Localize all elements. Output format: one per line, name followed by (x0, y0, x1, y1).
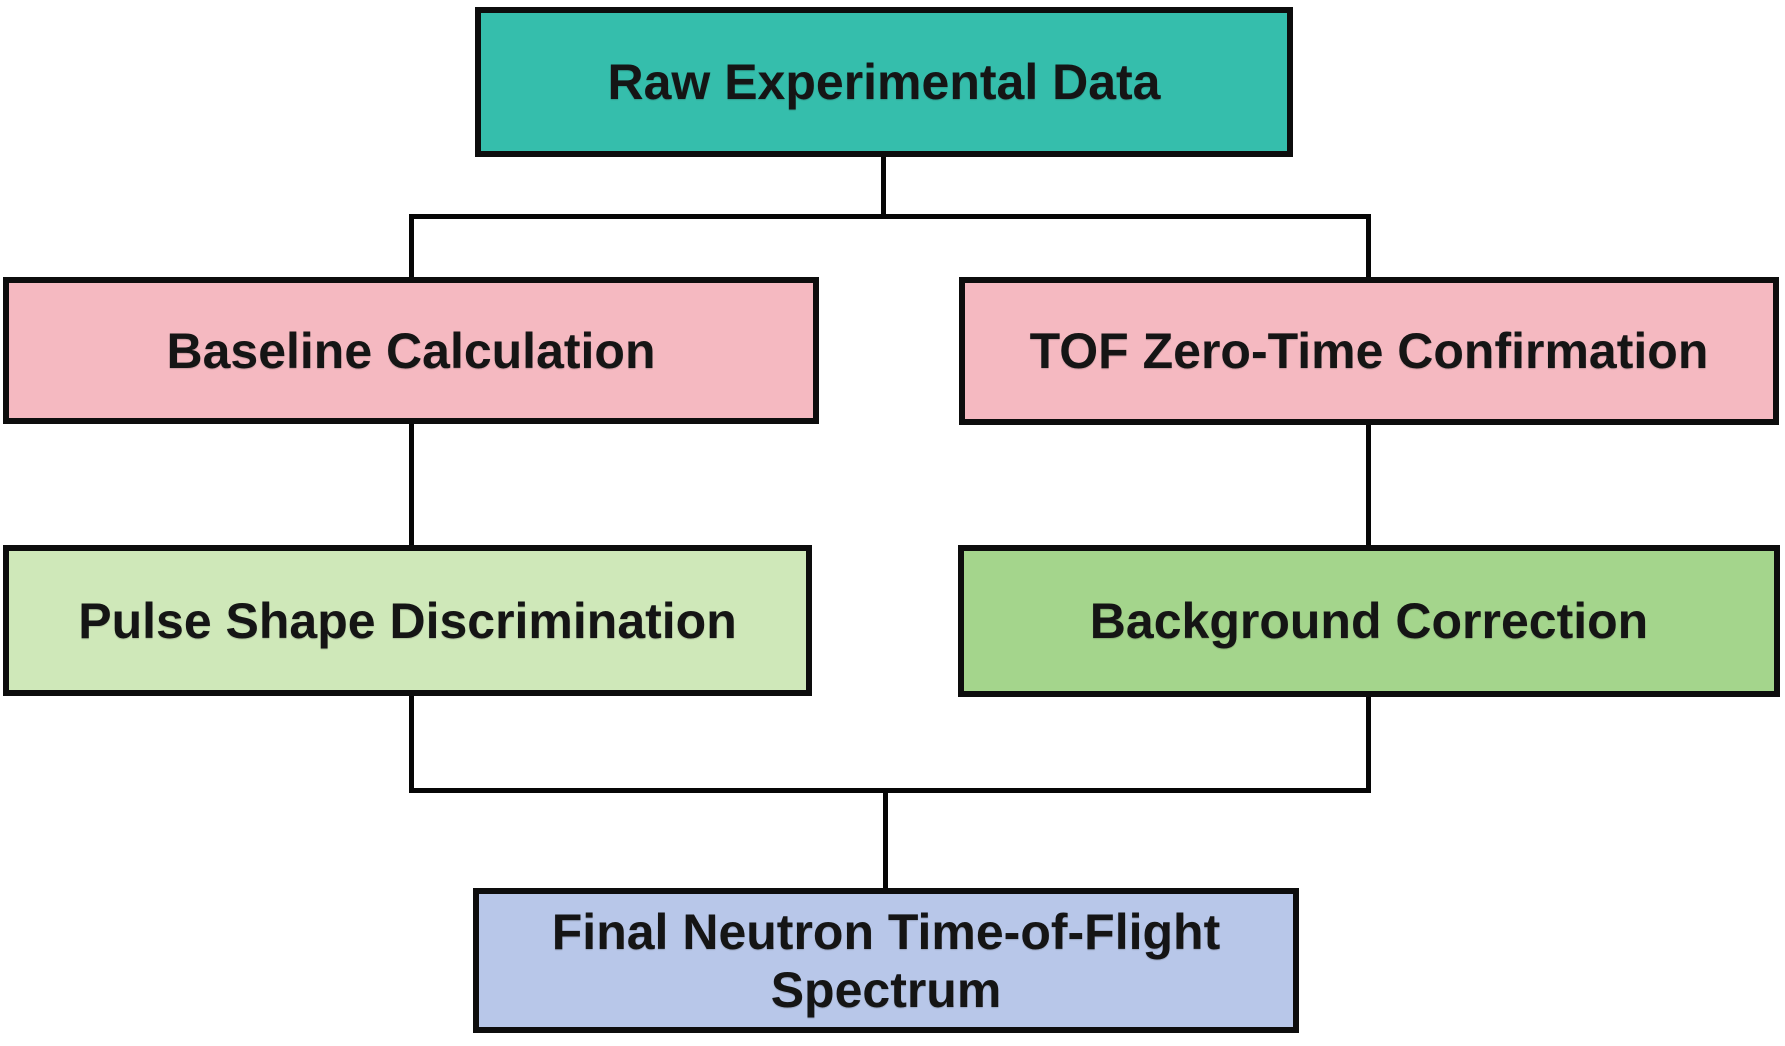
node-final-neutron-time-of-flight-spectrum: Final Neutron Time-of-Flight Spectrum (473, 888, 1299, 1033)
connector-baseline-to-psd (409, 420, 414, 548)
connector-raw-down (881, 155, 886, 218)
node-background-correction: Background Correction (958, 545, 1780, 697)
connector-to-baseline (409, 214, 414, 280)
node-baseline-calculation: Baseline Calculation (3, 277, 819, 424)
node-tof-zero-time-confirmation: TOF Zero-Time Confirmation (959, 277, 1779, 425)
connector-psd-down (409, 692, 414, 792)
connector-tof-to-background (1366, 421, 1371, 548)
node-raw-experimental-data: Raw Experimental Data (475, 7, 1293, 157)
connector-bottom-horizontal (409, 788, 1371, 793)
connector-to-tof (1366, 214, 1371, 280)
connector-top-horizontal (409, 214, 1371, 219)
connector-to-final (883, 788, 888, 891)
node-pulse-shape-discrimination: Pulse Shape Discrimination (3, 545, 812, 696)
connector-background-down (1366, 693, 1371, 792)
